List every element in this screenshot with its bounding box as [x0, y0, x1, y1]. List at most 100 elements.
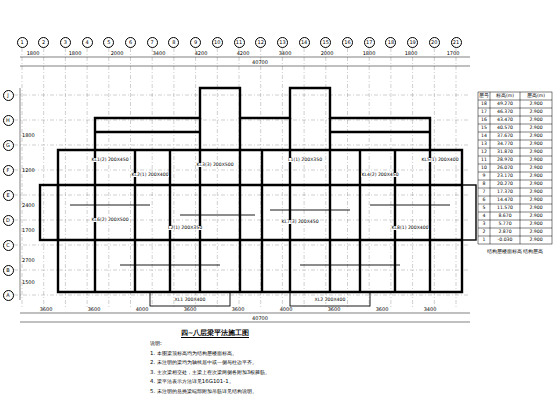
table-cell: 2: [483, 230, 486, 235]
grid-line: [478, 228, 552, 229]
table-cell: 40.570: [497, 126, 513, 131]
axis-bubble: 8: [168, 37, 179, 48]
table-cell: 17.370: [497, 190, 513, 195]
table-cell: 11: [481, 158, 487, 163]
note-line: 5. 未注明的悬挑梁端部附加吊筋详见结构说明。: [150, 389, 257, 394]
table-cell: 层高(m): [527, 94, 545, 99]
axis-bubble: 12: [255, 37, 266, 48]
table-cell: 17: [481, 110, 487, 115]
dimension-lines: [20, 57, 470, 322]
grid-line: [478, 108, 552, 109]
table-cell: 13: [481, 142, 487, 147]
grid-line: [130, 48, 131, 308]
axis-bubble: 15: [320, 37, 331, 48]
table-cell: 43.470: [497, 118, 513, 123]
beam-label: L1(1) 200X350: [288, 158, 322, 163]
table-cell: 15: [481, 126, 487, 131]
table-cell: 2.900: [529, 222, 542, 227]
table-cell: 2.900: [529, 142, 542, 147]
dimension: 2400: [22, 203, 35, 208]
axis-bubble: C: [3, 240, 14, 251]
table-cell: 11.570: [497, 206, 513, 211]
grid-line: [478, 196, 552, 197]
beam-label: KL1(2) 200X450: [91, 158, 128, 163]
axis-bubble: F: [3, 165, 14, 176]
grid-line: [390, 48, 391, 308]
table-cell: 2.900: [529, 214, 542, 219]
beam-label: KL8(1) 200X400: [391, 226, 428, 231]
grid-line: [282, 48, 283, 308]
axis-bubble: 6: [125, 37, 136, 48]
dimension: 3400: [279, 51, 292, 56]
axis-bubble: J: [3, 90, 14, 101]
beam-label: KL3(3) 200X500: [196, 163, 233, 168]
table-cell: 28.970: [497, 158, 513, 163]
axis-bubble: 7: [147, 37, 158, 48]
table-cell: 8: [483, 182, 486, 187]
table-cell: 2.900: [529, 230, 542, 235]
note-line: 说明:: [150, 341, 162, 346]
table-cell: 10: [481, 166, 487, 171]
note-line: 2. 未注明的梁均为轴线居中或一侧与柱边平齐。: [150, 360, 257, 365]
table-cell: 2.900: [529, 190, 542, 195]
table-cell: 5: [483, 206, 486, 211]
axis-bubble: 4: [82, 37, 93, 48]
axis-bubble: 9: [190, 37, 201, 48]
table-cell: 2.900: [529, 118, 542, 123]
grid-line: [14, 295, 470, 296]
grid-line: [65, 48, 66, 308]
dimension: 1500: [22, 280, 35, 285]
axis-bubble: 21: [451, 37, 462, 48]
beam-label: KL4(2) 200X450: [361, 173, 398, 178]
table-cell: 6: [483, 198, 486, 203]
table-cell: 26.070: [497, 166, 513, 171]
axis-bubble: 14: [299, 37, 310, 48]
table-cell: 12: [481, 150, 487, 155]
dimension: 1800: [405, 51, 418, 56]
table-cell: 3: [483, 222, 486, 227]
table-cell: 18: [481, 102, 487, 107]
dimension: 3600: [376, 307, 389, 312]
beam-label: L2(1) 200X350: [168, 226, 202, 231]
grid-line: [43, 48, 44, 308]
beam-label: KL2(1) 200X400: [131, 173, 168, 178]
dimension: 1800: [69, 51, 82, 56]
axis-bubble: A: [3, 290, 14, 301]
grid-line: [108, 48, 109, 308]
dimension: 4200: [237, 51, 250, 56]
dimension: 1800: [22, 133, 35, 138]
dimension: 1800: [27, 51, 40, 56]
table-cell: 2.900: [529, 150, 542, 155]
table-cell: 标高(m): [496, 94, 514, 99]
dimension: 3600: [40, 307, 53, 312]
axis-bubble: 5: [103, 37, 114, 48]
dimension: 3600: [232, 307, 245, 312]
table-caption: 结构层楼面标高 结构层高: [487, 250, 543, 255]
grid-line: [478, 204, 552, 205]
axis-bubble: 13: [277, 37, 288, 48]
dimension: 2000: [111, 51, 124, 56]
table-cell: 34.770: [497, 142, 513, 147]
grid-line: [478, 164, 552, 165]
table-cell: 2.900: [529, 182, 542, 187]
grid-line: [478, 140, 552, 141]
grid-line: [347, 48, 348, 308]
dimension: 2700: [22, 258, 35, 263]
elevation-table-grid: [478, 92, 552, 244]
drawing-title: 四~八层梁平法施工图: [181, 330, 249, 339]
table-cell: 2.900: [529, 238, 542, 243]
beam-label: XL1 200X400: [175, 298, 206, 303]
table-cell: 46.370: [497, 110, 513, 115]
grid-line: [478, 212, 552, 213]
axis-bubble: E: [3, 190, 14, 201]
axis-bubble: G: [3, 140, 14, 151]
grid-lines: [14, 48, 470, 308]
axis-bubble: H: [3, 115, 14, 126]
axis-bubble: D: [3, 215, 14, 226]
dimension: 1200: [22, 168, 35, 173]
grid-line: [434, 48, 435, 308]
note-line: 3. 主次梁相交处，主梁上在次梁两侧各附加3根箍筋。: [150, 370, 270, 375]
table-cell: 2.900: [529, 198, 542, 203]
